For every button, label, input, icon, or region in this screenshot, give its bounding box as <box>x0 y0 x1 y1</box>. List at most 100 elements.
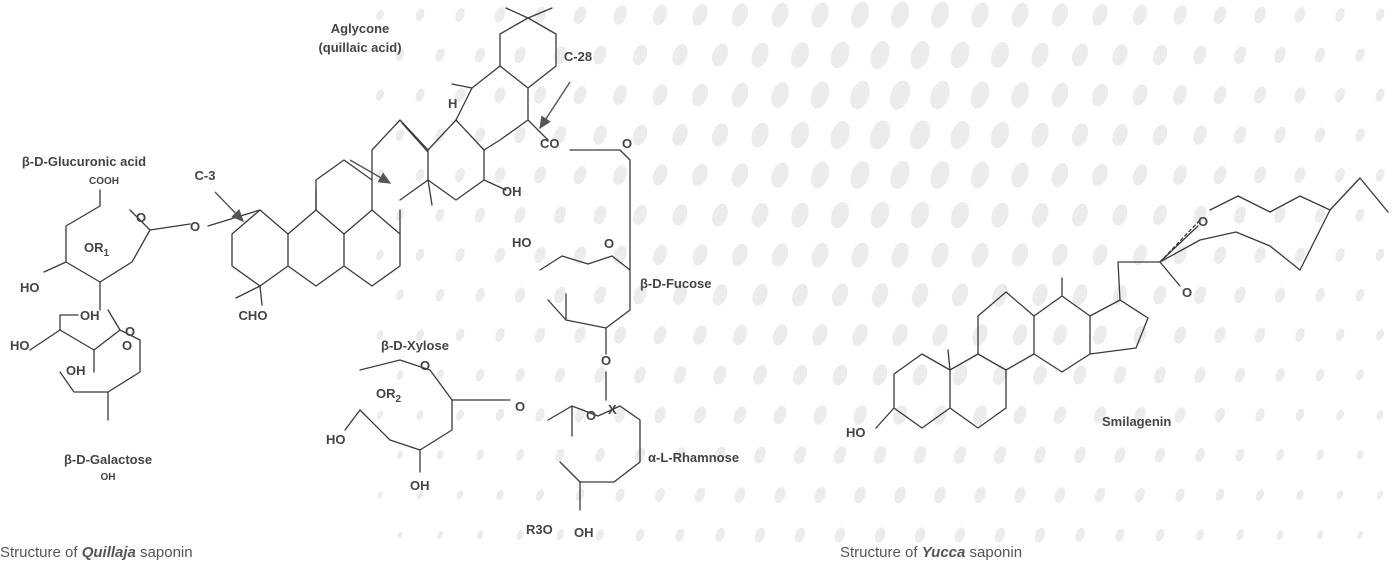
background-dot <box>1294 247 1306 263</box>
background-dot <box>553 206 567 224</box>
background-dot <box>455 328 465 342</box>
background-dot <box>1073 365 1087 385</box>
background-dot <box>930 161 950 189</box>
background-dot <box>830 201 850 229</box>
background-dot <box>890 1 910 29</box>
background-dot <box>852 323 868 347</box>
background-dot <box>1193 286 1207 304</box>
background-dot <box>1213 6 1227 24</box>
background-dot <box>573 6 587 24</box>
background-dot <box>1134 406 1146 424</box>
background-dot <box>974 486 986 504</box>
background-dot <box>692 4 708 26</box>
background-dot <box>1336 409 1344 421</box>
cooh-label: COOH <box>89 176 119 187</box>
background-dot <box>791 42 809 68</box>
background-dot <box>652 84 668 106</box>
background-dot <box>417 490 423 500</box>
background-dot <box>1173 85 1187 105</box>
background-dot <box>1051 82 1069 108</box>
background-dot <box>1294 7 1306 23</box>
background-dot <box>751 122 769 148</box>
background-dot <box>911 283 929 307</box>
background-dot <box>1034 446 1046 464</box>
background-dot <box>853 405 867 425</box>
background-dot <box>873 445 887 465</box>
background-dot <box>1054 487 1066 503</box>
background-dot <box>1112 44 1128 66</box>
background-dot <box>573 246 587 264</box>
background-dot <box>753 365 767 385</box>
background-dot <box>1153 285 1167 305</box>
ho-label: HO <box>20 280 40 295</box>
background-dot <box>972 324 988 346</box>
background-dot <box>553 46 567 64</box>
background-dot <box>455 248 465 262</box>
background-dot <box>514 206 526 224</box>
background-dot <box>870 41 890 69</box>
background-dot <box>1092 244 1108 266</box>
background-dot <box>1254 6 1266 24</box>
background-dot <box>953 446 967 464</box>
background-dot <box>1275 449 1285 461</box>
background-dot <box>536 489 544 501</box>
background-dot <box>614 407 626 423</box>
background-dot <box>514 126 526 144</box>
background-dot <box>874 527 886 543</box>
background-dot <box>791 202 809 228</box>
background-dot <box>712 284 728 306</box>
background-dot <box>914 527 926 543</box>
ho-label: HO <box>10 338 30 353</box>
h-label: H <box>448 96 457 111</box>
background-dot <box>416 410 424 420</box>
background-dot <box>1094 487 1106 503</box>
background-dot <box>516 530 524 540</box>
background-dot <box>1072 284 1088 306</box>
background-dot <box>792 283 808 307</box>
background-dot <box>1375 88 1385 102</box>
background-dot <box>754 446 766 464</box>
background-dot <box>1213 85 1227 105</box>
background-dot <box>415 8 425 22</box>
background-dot <box>1112 123 1128 147</box>
background-dot <box>732 324 748 346</box>
background-dot <box>397 450 403 460</box>
ring-oxygen-label: O <box>136 210 146 225</box>
background-dot <box>830 121 850 149</box>
ho-label: HO <box>512 235 532 250</box>
aglycone-rings <box>207 7 557 306</box>
background-dot <box>1355 48 1365 62</box>
background-dot <box>1132 164 1148 186</box>
background-dot <box>693 406 707 424</box>
background-dot <box>555 448 565 462</box>
background-dot <box>1173 5 1187 25</box>
background-dot <box>909 120 931 150</box>
background-dot <box>1155 528 1165 542</box>
yucca-saponin-structure: O O HO Smilagenin <box>846 177 1389 440</box>
background-dot <box>711 43 729 67</box>
background-dot <box>1294 87 1306 103</box>
background-dot <box>714 446 726 464</box>
background-dot <box>1152 204 1168 226</box>
background-dot <box>1254 327 1266 343</box>
background-dot <box>1033 365 1047 385</box>
background-dot <box>1193 125 1207 145</box>
background-dot <box>1012 324 1028 346</box>
background-dot <box>850 161 870 189</box>
background-dot <box>573 85 587 105</box>
background-dot <box>632 124 648 146</box>
background-dot <box>713 365 727 385</box>
background-dot <box>773 405 787 425</box>
background-dot <box>692 83 708 107</box>
background-dot <box>731 82 749 108</box>
background-dot <box>494 7 506 23</box>
background-dot <box>574 326 586 344</box>
background-dot <box>495 328 505 342</box>
background-dot <box>1255 408 1265 422</box>
background-dot <box>793 446 807 464</box>
background-dot <box>910 201 930 229</box>
background-dot <box>534 6 546 24</box>
background-dot <box>692 244 708 266</box>
background-dot <box>1031 203 1049 227</box>
